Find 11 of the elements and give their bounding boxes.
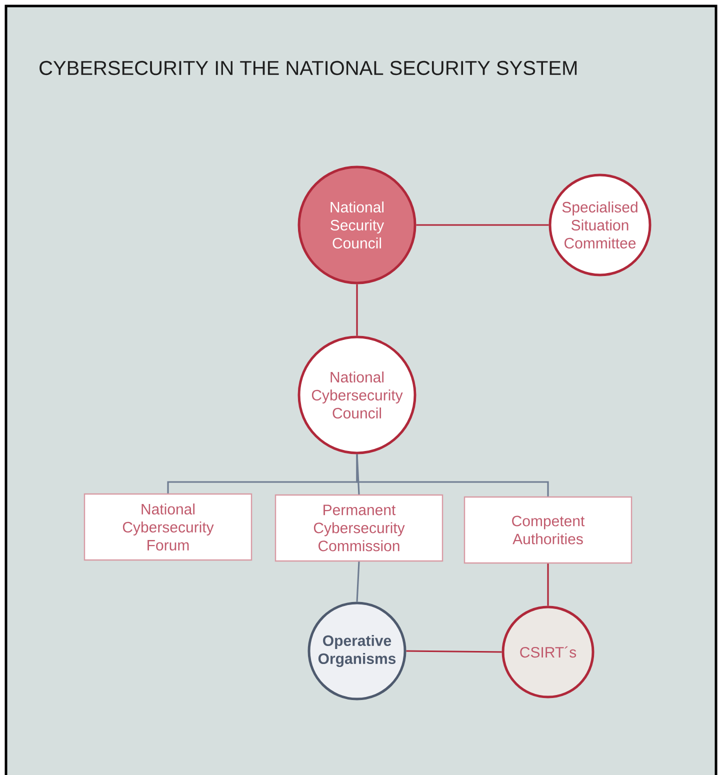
forum-box: National Cybersecurity Forum bbox=[84, 493, 252, 561]
connector-line bbox=[356, 454, 549, 496]
connector-line bbox=[356, 284, 358, 336]
connector-line bbox=[406, 650, 502, 653]
connector-line bbox=[356, 454, 360, 494]
title: CYBERSECURITY IN THE NATIONAL SECURITY SYSTEM bbox=[40, 60, 577, 76]
connector-line bbox=[416, 224, 549, 226]
authorities-box: Competent Authorities bbox=[464, 496, 632, 564]
connector-line bbox=[547, 564, 549, 606]
connector-line bbox=[356, 562, 360, 602]
commission-box: Permanent Cybersecurity Commission bbox=[274, 494, 444, 562]
